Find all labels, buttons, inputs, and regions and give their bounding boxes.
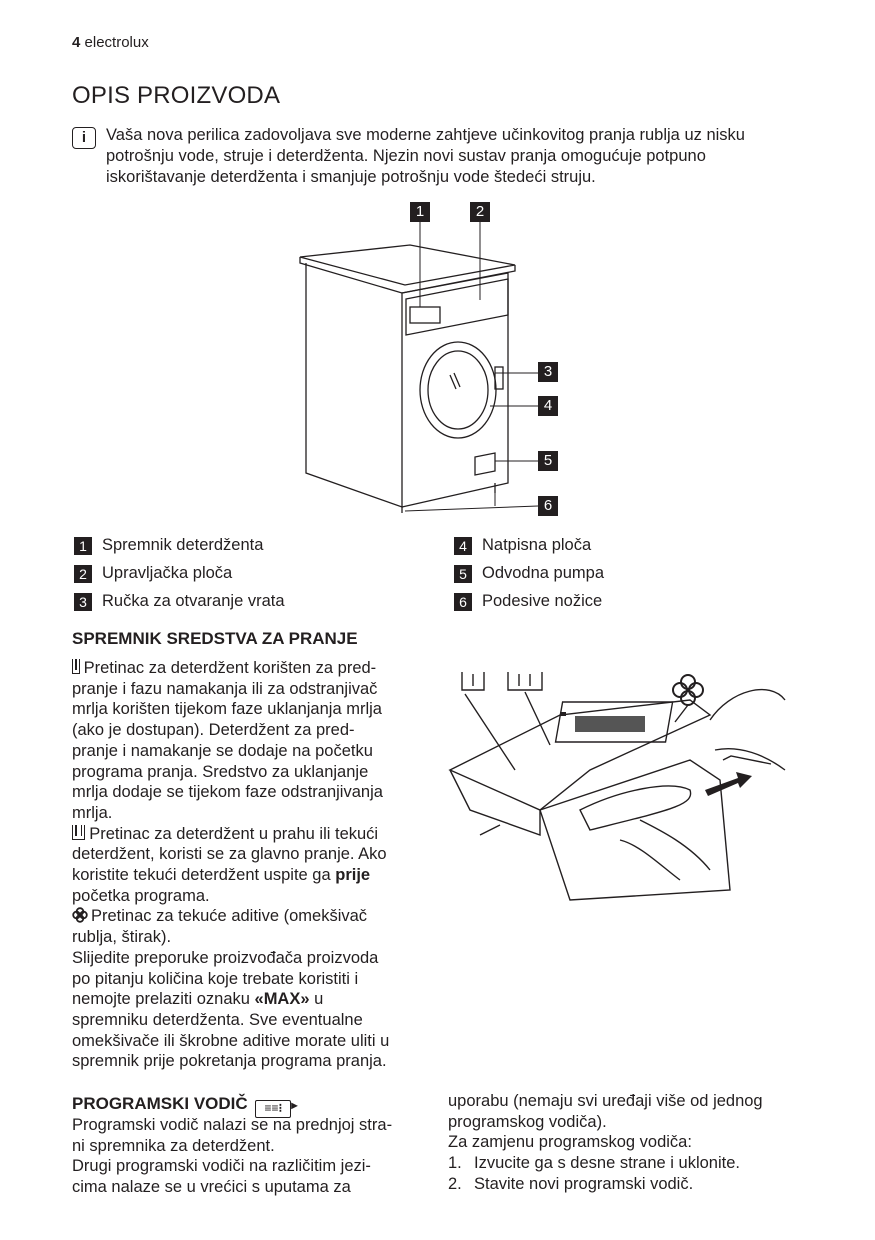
legend-number: 6 — [454, 592, 472, 611]
softener-flower-icon — [72, 907, 88, 924]
emphasis-prije: prije — [335, 866, 371, 885]
text-line: programskog vodiča). — [448, 1112, 607, 1131]
text-line: omekšivače ili škrobne aditive morate ul… — [72, 1031, 390, 1050]
heading-text: PROGRAMSKI VODIČ — [72, 1094, 248, 1113]
text-line: (ako je dostupan). Deterdžent za pred- — [72, 721, 355, 740]
legend-label: Upravljačka ploča — [102, 564, 233, 582]
legend-label: Natpisna ploča — [482, 536, 592, 554]
list-text: Izvucite ga s desne strane i uklonite. — [474, 1154, 740, 1173]
text-line: spremniku deterdženta. Sve eventualne — [72, 1010, 363, 1029]
list-number: 1. — [448, 1154, 462, 1173]
prewash-compartment-icon — [72, 659, 80, 674]
text-line: Drugi programski vodiči na različitim je… — [72, 1157, 371, 1176]
text-line: Pretinac za tekuće aditive (omekšivač — [91, 907, 368, 926]
text-line: Pretinac za deterdžent korišten za pred- — [83, 659, 377, 677]
main-wash-compartment-icon — [72, 824, 86, 840]
text-line: mrlja dodaje se tijekom faze odstranjiva… — [72, 783, 383, 802]
callout-6: 6 — [538, 496, 558, 516]
text-line: po pitanju količina koje trebate koristi… — [72, 969, 359, 988]
legend-item: 6 Podesive nožice — [454, 592, 602, 611]
dispenser-drawer-illustration — [448, 672, 786, 901]
callout-3: 3 — [538, 362, 558, 382]
text-line: koristite tekući deterdžent uspite ga — [72, 866, 336, 885]
page-header: 4 electrolux — [72, 34, 149, 51]
text-line: deterdžent, koristi se za glavno pranje.… — [72, 845, 387, 864]
page-title: OPIS PROIZVODA — [72, 82, 281, 109]
brand-name: electrolux — [84, 34, 149, 51]
callout-5: 5 — [538, 451, 558, 471]
legend-number: 3 — [74, 592, 92, 611]
text-line: mrlja korišten tijekom faze uklanjanja m… — [72, 700, 382, 719]
text-line: pranje i namakanje se dodaje na početku — [72, 741, 373, 760]
text-line: nemojte prelaziti oznaku — [72, 990, 255, 1009]
legend-item: 1 Spremnik deterdženta — [74, 536, 263, 555]
legend-item: 2 Upravljačka ploča — [74, 564, 232, 583]
text-line: početka programa. — [72, 886, 210, 905]
text-line: mrlja. — [72, 803, 113, 822]
text-line: cima nalaze se u vrećici s uputama za — [72, 1178, 351, 1197]
intro-line: iskorištavanje deterdženta i smanjuje po… — [106, 168, 596, 186]
page-number: 4 — [72, 34, 81, 51]
text-line: Slijedite preporuke proizvođača proizvod… — [72, 948, 379, 967]
text-line: programa pranja. Sredstvo za uklanjanje — [72, 762, 369, 781]
section-heading-dispenser: SPREMNIK SREDSTVA ZA PRANJE — [72, 629, 358, 648]
callout-2: 2 — [470, 202, 490, 222]
text-line: Pretinac za deterdžent u prahu ili tekuć… — [89, 824, 379, 843]
program-guide-left-text: Programski vodič nalazi se na prednjoj s… — [72, 1115, 392, 1198]
legend-item: 3 Ručka za otvaranje vrata — [74, 592, 285, 611]
list-number: 2. — [448, 1174, 462, 1193]
legend-item: 5 Odvodna pumpa — [454, 564, 604, 583]
text-line: spremnik prije pokretanja programa pranj… — [72, 1052, 387, 1071]
text-line: ni spremnika za deterdžent. — [72, 1136, 275, 1155]
program-guide-right-text: uporabu (nemaju svi uređaji više od jedn… — [448, 1091, 763, 1195]
program-guide-icon: ≡≡⁝ — [255, 1100, 292, 1118]
text-line: Za zamjenu programskog vodiča: — [448, 1133, 692, 1152]
legend-number: 2 — [74, 564, 92, 583]
washing-machine-illustration — [299, 222, 539, 513]
list-item: 2. Stavite novi programski vodič. — [448, 1174, 763, 1195]
section-heading-program-guide: PROGRAMSKI VODIČ ≡≡⁝▸ — [72, 1094, 297, 1118]
text-line: Programski vodič nalazi se na prednjoj s… — [72, 1116, 393, 1134]
legend-item: 4 Natpisna ploča — [454, 536, 591, 555]
legend-label: Spremnik deterdženta — [102, 536, 264, 554]
intro-line: potrošnju vode, struje i deterdženta. Nj… — [106, 147, 706, 165]
emphasis-max: «MAX» — [254, 990, 310, 1009]
text-line: rublja, štirak). — [72, 928, 172, 947]
list-item: 1. Izvucite ga s desne strane i uklonite. — [448, 1153, 763, 1174]
legend-number: 5 — [454, 564, 472, 583]
legend-number: 4 — [454, 536, 472, 555]
legend-number: 1 — [74, 536, 92, 555]
info-icon: i — [72, 127, 96, 149]
callout-4: 4 — [538, 396, 558, 416]
callout-1: 1 — [410, 202, 430, 222]
text-line: u — [309, 990, 324, 1009]
legend-label: Podesive nožice — [482, 592, 603, 610]
intro-line: Vaša nova perilica zadovoljava sve moder… — [106, 126, 745, 144]
dispenser-text: Pretinac za deterdžent korišten za pred-… — [72, 658, 432, 1072]
text-line: uporabu (nemaju svi uređaji više od jedn… — [448, 1092, 763, 1110]
text-line: pranje i fazu namakanja ili za odstranji… — [72, 679, 378, 698]
legend-label: Ručka za otvaranje vrata — [102, 592, 285, 610]
intro-text: Vaša nova perilica zadovoljava sve moder… — [106, 125, 826, 188]
legend-label: Odvodna pumpa — [482, 564, 605, 582]
list-text: Stavite novi programski vodič. — [474, 1174, 694, 1193]
